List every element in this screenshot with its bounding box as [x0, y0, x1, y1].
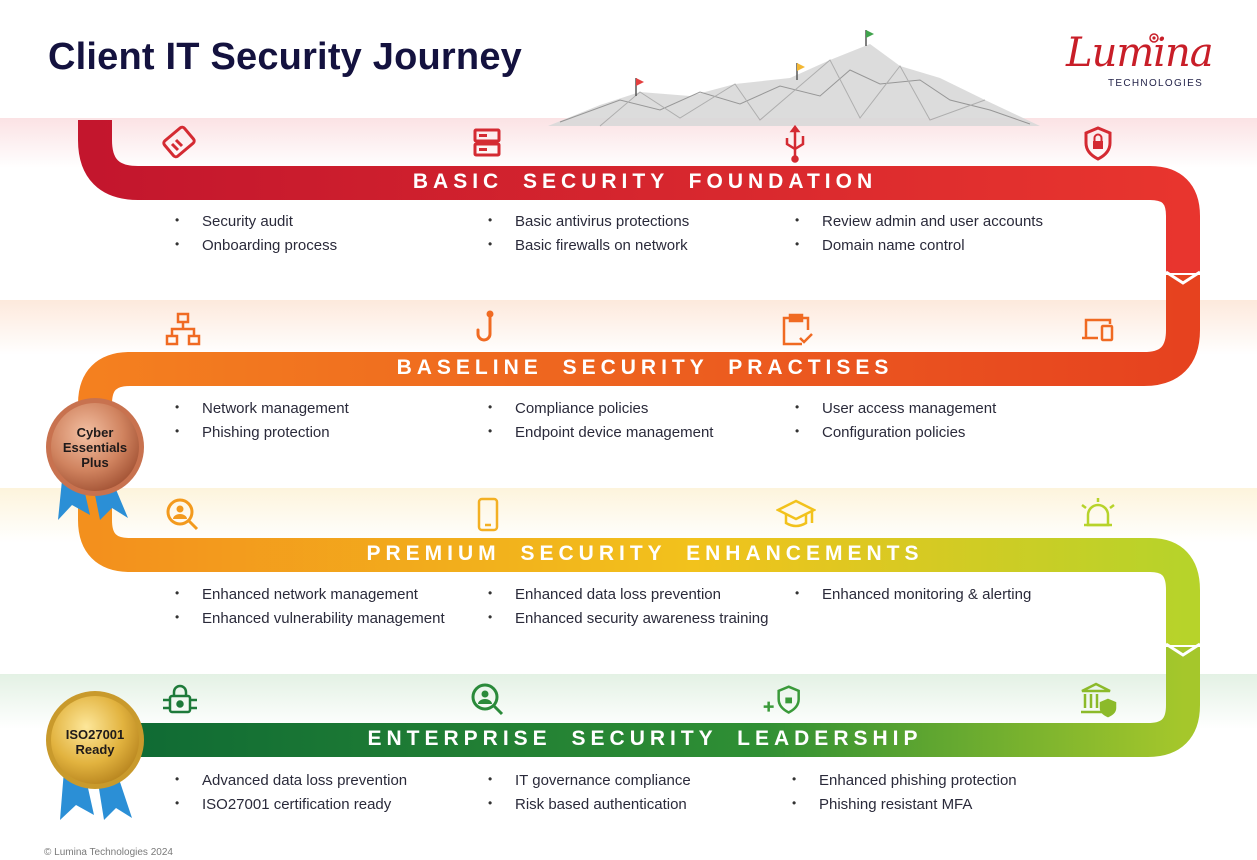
copyright-footer: © Lumina Technologies 2024 [44, 847, 173, 858]
user-search-icon [471, 683, 504, 716]
bank-shield-icon [1081, 682, 1117, 718]
page-title: Client IT Security Journey [48, 36, 522, 78]
band-title-enterprise: ENTERPRISE SECURITY LEADERSHIP [367, 727, 923, 750]
mountain-illustration [548, 30, 1040, 127]
logo-mark-icon [1149, 33, 1159, 43]
server-icon [473, 128, 501, 157]
add-shield-icon [763, 685, 800, 714]
list-item: Security audit [175, 213, 293, 230]
shield-lock-icon [1084, 126, 1112, 161]
cyber-essentials-badge-label: Cyber Essentials Plus [62, 425, 128, 470]
list-item: Endpoint device management [488, 424, 714, 441]
band-title-baseline: BASELINE SECURITY PRACTISES [396, 356, 894, 379]
logo-wordmark: Lumina [1066, 30, 1214, 76]
list-item: Enhanced data loss prevention [488, 586, 721, 603]
handshake-icon [162, 125, 196, 159]
list-item: Phishing protection [175, 424, 330, 441]
network-icon [165, 312, 201, 346]
phishing-hook-icon [476, 310, 494, 342]
list-item: Basic antivirus protections [488, 213, 689, 230]
logo-subtitle: TECHNOLOGIES [1108, 78, 1204, 89]
cyber-essentials-badge [46, 398, 144, 520]
list-item: User access management [795, 400, 996, 417]
list-item: ISO27001 certification ready [175, 796, 391, 813]
list-item: Enhanced monitoring & alerting [795, 586, 1031, 603]
clipboard-check-icon [782, 313, 813, 346]
list-item: Enhanced phishing protection [792, 772, 1017, 789]
iso27001-badge [46, 691, 144, 820]
band-title-premium: PREMIUM SECURITY ENHANCEMENTS [366, 542, 924, 565]
list-item: Enhanced network management [175, 586, 418, 603]
band-title-basic: BASIC SECURITY FOUNDATION [412, 170, 878, 193]
user-search-icon [166, 498, 199, 531]
list-item: Risk based authentication [488, 796, 687, 813]
list-item: Advanced data loss prevention [175, 772, 407, 789]
list-item: Basic firewalls on network [488, 237, 688, 254]
devices-icon [1082, 318, 1114, 342]
iso27001-badge-label: ISO27001 Ready [65, 727, 125, 757]
list-item: Configuration policies [795, 424, 966, 441]
list-item: Domain name control [795, 237, 964, 254]
alarm-bell-icon [1081, 498, 1115, 527]
encrypted-lock-icon [163, 684, 197, 714]
list-item: IT governance compliance [488, 772, 691, 789]
list-item: Network management [175, 400, 349, 417]
lumina-logo: Lumina TECHNOLOGIES [1062, 30, 1214, 96]
graduation-cap-icon [776, 499, 816, 528]
list-item: Review admin and user accounts [795, 213, 1043, 230]
list-item: Phishing resistant MFA [792, 796, 972, 813]
usb-icon [785, 124, 805, 163]
mobile-icon [477, 497, 499, 532]
list-item: Onboarding process [175, 237, 337, 254]
list-item: Enhanced security awareness training [488, 610, 769, 627]
list-item: Enhanced vulnerability management [175, 610, 445, 627]
list-item: Compliance policies [488, 400, 648, 417]
